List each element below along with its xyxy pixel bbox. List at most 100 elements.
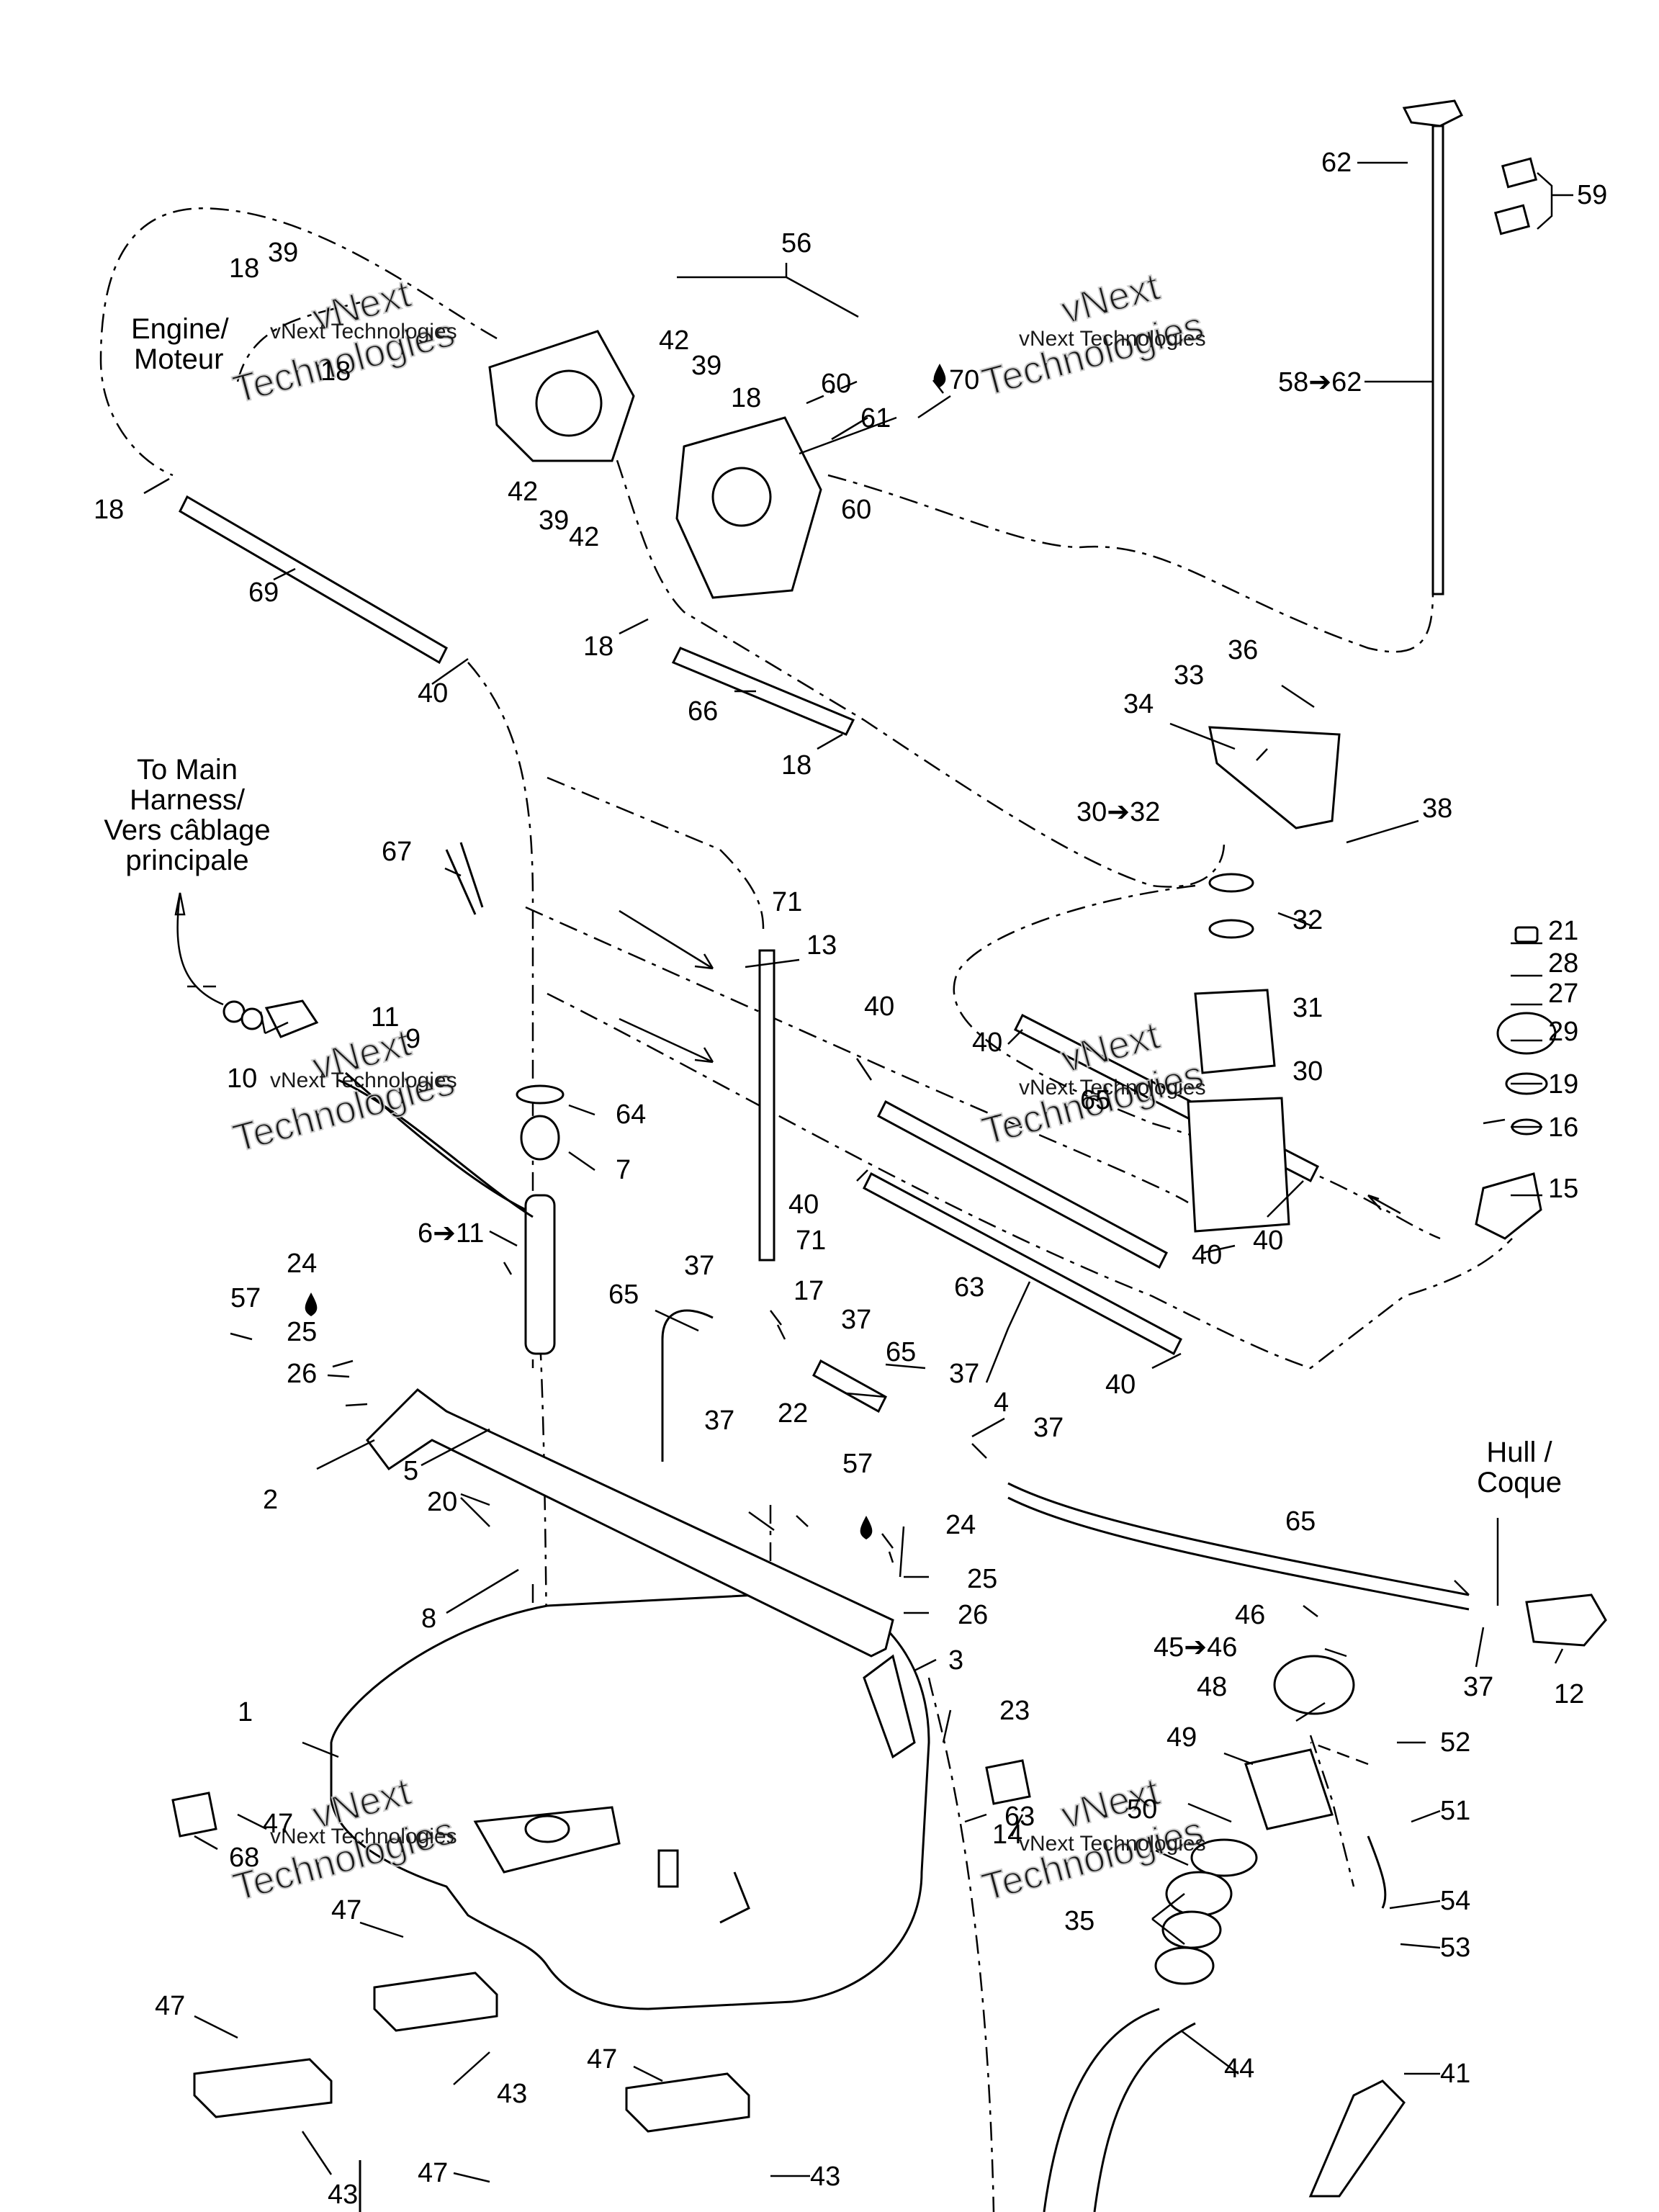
callout-50: 50 (1127, 1794, 1157, 1825)
callout-47-b: 47 (331, 1895, 361, 1925)
hull-fitting (1525, 1593, 1607, 1647)
callout-37-c: 37 (949, 1359, 979, 1389)
loctite-drop-icon (933, 364, 946, 387)
callout-6-11: 6➔11 (418, 1218, 484, 1249)
callout-37-a: 37 (684, 1251, 714, 1281)
callout-26-left: 26 (287, 1359, 317, 1389)
callout-51: 51 (1440, 1796, 1470, 1826)
callout-42-top: 42 (659, 325, 689, 356)
callout-20: 20 (427, 1487, 457, 1517)
callout-64: 64 (616, 1100, 646, 1130)
callout-37-f: 37 (1463, 1672, 1493, 1702)
callout-12: 12 (1554, 1679, 1584, 1709)
callout-40-mid1: 40 (864, 992, 894, 1022)
callout-30-32: 30➔32 (1076, 797, 1160, 827)
callout-58-62: 58➔62 (1278, 367, 1362, 397)
callout-28: 28 (1548, 948, 1578, 979)
callout-66-top: 66 (688, 696, 718, 727)
svg-text:principale: principale (125, 845, 248, 876)
callout-53: 53 (1440, 1933, 1470, 1963)
svg-text:Harness/: Harness/ (130, 784, 246, 816)
callout-43-b: 43 (810, 2162, 840, 2192)
note-hull: Hull / Coque (1477, 1437, 1562, 1498)
callout-67: 67 (382, 837, 412, 867)
svg-text:Vers câblage: Vers câblage (104, 814, 270, 846)
callout-47-a: 47 (263, 1809, 293, 1839)
callout-40-right2: 40 (1192, 1240, 1222, 1270)
callout-54: 54 (1440, 1886, 1470, 1916)
callout-47-e: 47 (418, 2158, 448, 2188)
fuel-filter (1187, 726, 1341, 1233)
callout-59: 59 (1577, 180, 1607, 210)
callout-63: 63 (954, 1272, 984, 1303)
callout-65-mid: 65 (608, 1280, 639, 1310)
callout-15: 15 (1548, 1174, 1578, 1204)
callout-46: 46 (1235, 1600, 1265, 1630)
callout-39-top: 39 (268, 238, 298, 268)
callout-71-mid: 71 (796, 1226, 826, 1256)
callout-30: 30 (1292, 1056, 1323, 1087)
callout-16: 16 (1548, 1112, 1578, 1143)
mounting-blocks (171, 1759, 1031, 2133)
callout-68: 68 (229, 1843, 259, 1873)
callout-18-mid: 18 (731, 383, 761, 413)
svg-text:Coque: Coque (1477, 1467, 1562, 1498)
callout-47-c: 47 (155, 1991, 185, 2021)
callout-39-bottom: 39 (539, 505, 569, 536)
callout-32: 32 (1292, 905, 1323, 935)
callout-24-left: 24 (287, 1249, 317, 1279)
callout-31: 31 (1292, 993, 1323, 1023)
callout-18-hose2: 18 (781, 750, 811, 781)
svg-text:Moteur: Moteur (134, 343, 224, 375)
tie-wrap (445, 842, 484, 915)
svg-text:Engine/: Engine/ (131, 313, 230, 345)
callout-40-right1: 40 (1253, 1226, 1283, 1256)
callout-18-engine: 18 (229, 253, 259, 284)
callout-labels: 62 59 58➔62 56 70 61 60 60 39 18 18 42 3… (94, 148, 1607, 2210)
callout-40-top: 40 (418, 678, 448, 709)
callout-25-right: 25 (967, 1564, 997, 1594)
callout-42-bottom: 42 (569, 522, 599, 552)
callout-57-left: 57 (230, 1283, 261, 1313)
callout-37-d: 37 (704, 1406, 734, 1436)
callout-65-hull: 65 (1285, 1506, 1316, 1537)
note-engine: Engine/ Moteur (131, 313, 230, 375)
fuel-pump-module (338, 1071, 565, 1355)
callout-3: 3 (948, 1645, 963, 1676)
callout-13: 13 (806, 930, 837, 961)
callout-2: 2 (263, 1485, 278, 1515)
callout-42-left: 42 (508, 477, 538, 507)
callout-35: 35 (1064, 1906, 1094, 1936)
callout-57-right: 57 (842, 1449, 873, 1479)
callout-65-right: 65 (886, 1337, 916, 1367)
flow-arrows (619, 909, 1401, 1215)
callout-63-low: 63 (1004, 1802, 1035, 1832)
callout-60-top: 60 (821, 369, 851, 399)
carburetors (488, 330, 822, 599)
svg-text:vNext Technologies: vNext Technologies (270, 1825, 457, 1848)
callout-17: 17 (793, 1276, 824, 1306)
callout-7: 7 (616, 1155, 631, 1185)
callout-49: 49 (1166, 1722, 1197, 1753)
callout-24-right: 24 (945, 1510, 976, 1540)
callout-40-left: 40 (788, 1190, 819, 1220)
loctite-drop-icon (305, 1292, 318, 1316)
dipstick (1402, 99, 1538, 595)
callout-9: 9 (405, 1024, 421, 1054)
leader-lines (143, 161, 1573, 2183)
svg-text:vNext Technologies: vNext Technologies (270, 320, 457, 343)
callout-8: 8 (421, 1604, 436, 1634)
callout-62: 62 (1321, 148, 1352, 178)
callout-52: 52 (1440, 1727, 1470, 1758)
svg-text:Hull /: Hull / (1486, 1437, 1552, 1468)
callout-33: 33 (1174, 660, 1204, 691)
svg-text:vNext Technologies: vNext Technologies (1019, 1832, 1206, 1856)
callout-27: 27 (1548, 979, 1578, 1009)
callout-29: 29 (1548, 1017, 1578, 1047)
callout-69: 69 (248, 577, 279, 608)
callout-4: 4 (994, 1388, 1009, 1418)
callout-70: 70 (949, 365, 979, 395)
electrical-harness (174, 892, 319, 1038)
loctite-drop-icon (860, 1516, 873, 1539)
callout-5: 5 (403, 1456, 418, 1486)
